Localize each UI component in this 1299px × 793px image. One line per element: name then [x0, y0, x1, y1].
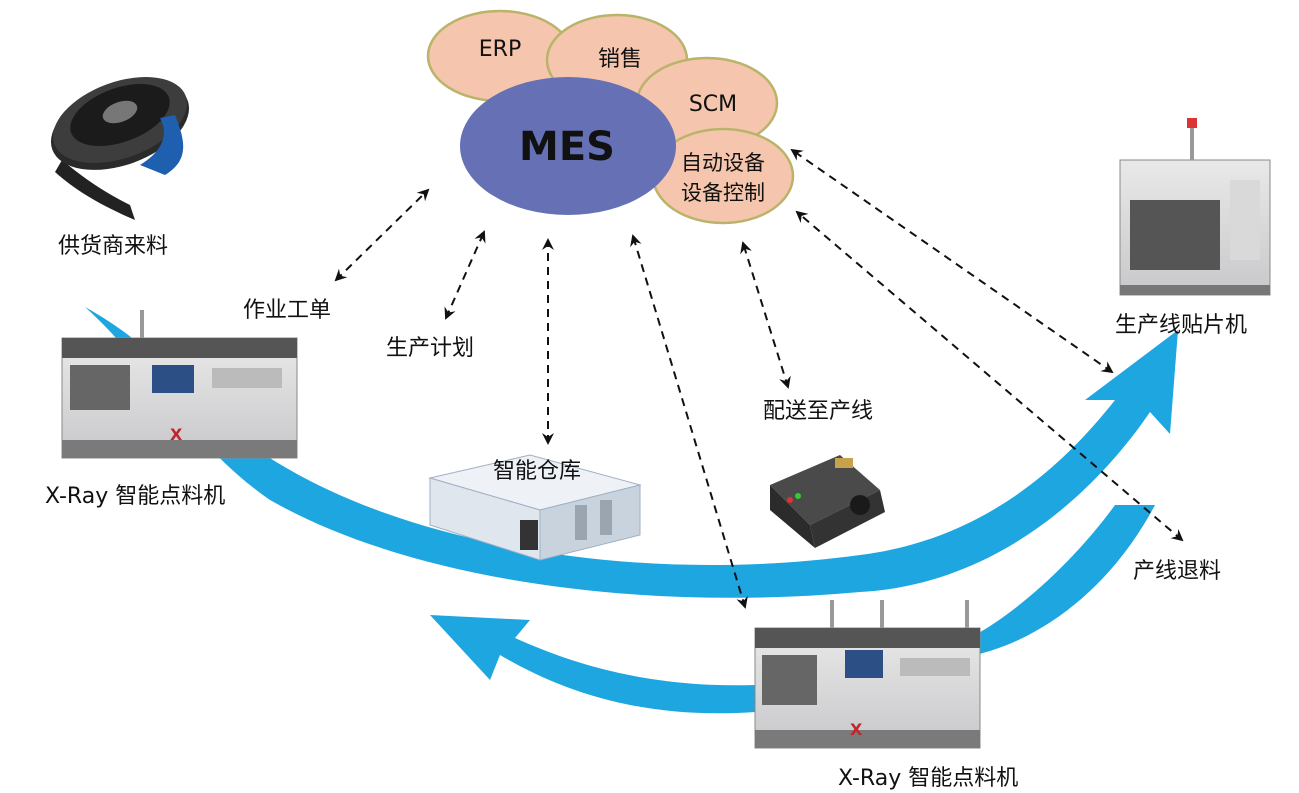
feeder-box-image	[770, 455, 885, 548]
erp-label: ERP	[479, 37, 521, 62]
arrow-smt-machine	[790, 148, 1114, 374]
flow-arrow-bottom	[430, 505, 1155, 714]
scm-label: SCM	[689, 92, 737, 117]
auto-label-line2: 设备控制	[681, 181, 765, 205]
sales-label: 销售	[598, 47, 642, 72]
smart-warehouse-label: 智能仓库	[493, 459, 582, 484]
mes-ellipse	[460, 77, 676, 215]
xray-bottom-label: X-Ray 智能点料机	[838, 766, 1019, 791]
arrow-work-order	[334, 188, 430, 282]
supplier-label: 供货商来料	[58, 234, 169, 259]
svg-text:X: X	[850, 720, 863, 739]
auto-label-line1: 自动设备	[681, 151, 765, 175]
line-return-label: 产线退料	[1133, 559, 1222, 584]
smt-machine-label: 生产线贴片机	[1115, 313, 1248, 338]
mes-label: MES	[519, 124, 615, 170]
arrow-deliver-line	[740, 241, 791, 389]
xray-machine-bottom-image: X	[754, 600, 981, 749]
work-order-label: 作业工单	[243, 298, 332, 323]
production-plan-label: 生产计划	[386, 336, 475, 361]
deliver-to-line-label: 配送至产线	[763, 399, 874, 424]
xray-machine-left-image: X	[61, 310, 298, 459]
smart-warehouse-image	[428, 454, 642, 561]
arrow-line-return	[795, 210, 1184, 542]
svg-text:X: X	[170, 425, 183, 444]
xray-left-label: X-Ray 智能点料机	[45, 484, 226, 509]
reel-icon	[50, 77, 190, 220]
arrow-xray-bottom	[630, 234, 748, 609]
arrow-production-plan	[444, 230, 486, 320]
flow-arrow-top	[85, 307, 1178, 598]
smt-machine-image	[1119, 118, 1271, 296]
